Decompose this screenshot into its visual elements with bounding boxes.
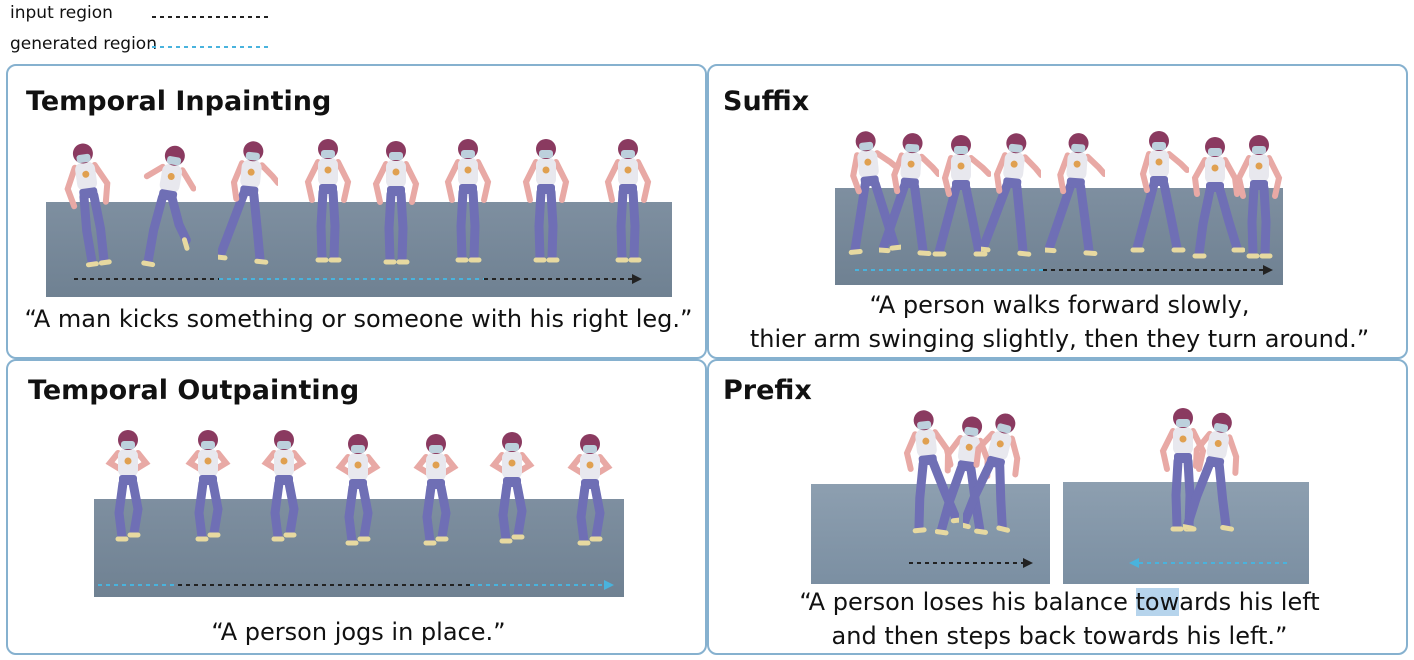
legend-generated-label: generated region	[10, 34, 157, 54]
character-pose	[1229, 126, 1289, 270]
caption: “A person jogs in place.”	[211, 618, 506, 646]
character-pose	[298, 130, 358, 274]
character-pose	[1129, 122, 1190, 266]
caption-line-1: “A person walks forward slowly,	[869, 291, 1250, 319]
character-pose	[876, 124, 942, 268]
caption-text-a: “A person loses his balance	[799, 588, 1136, 616]
timeline-arrow	[74, 274, 642, 284]
caption: “A man kicks something or someone with h…	[24, 305, 693, 333]
panel-suffix: Suffix “A person walks forward slowly, t…	[707, 64, 1408, 359]
character-pose	[934, 407, 995, 551]
character-pose	[598, 130, 658, 274]
panel-title: Temporal Inpainting	[26, 86, 332, 117]
character-pose	[406, 425, 466, 569]
panel-title: Prefix	[723, 375, 812, 406]
character-pose	[328, 425, 388, 569]
panel-prefix: Prefix “A person loses his balance towar…	[707, 359, 1408, 655]
caption-text-b: ards his left	[1179, 588, 1320, 616]
legend-generated-line	[152, 46, 272, 48]
character-pose	[516, 130, 576, 274]
panel-temporal-inpainting: Temporal Inpainting “A man kicks somethi…	[6, 64, 707, 359]
caption-highlight: tow	[1135, 588, 1180, 616]
timeline-arrow-left	[909, 558, 1033, 568]
panel-title: Temporal Outpainting	[28, 375, 360, 406]
legend-input-label: input region	[10, 3, 113, 23]
character-pose	[482, 423, 542, 567]
caption-line-2: and then steps back towards his left.”	[831, 622, 1288, 650]
character-pose	[366, 132, 426, 276]
character-pose	[98, 421, 158, 565]
caption-line-1: “A person loses his balance towards his …	[709, 585, 1410, 619]
timeline-arrow	[855, 265, 1273, 275]
character-pose	[1042, 124, 1108, 268]
motion-stage	[94, 499, 624, 597]
character-pose	[1180, 403, 1243, 547]
legend-input-line	[152, 16, 272, 18]
character-pose	[931, 126, 992, 270]
character-pose	[213, 132, 282, 276]
timeline-arrow	[98, 580, 614, 590]
panel-title: Suffix	[723, 86, 810, 117]
character-pose	[178, 421, 238, 565]
character-pose	[254, 421, 314, 565]
character-pose	[560, 425, 620, 569]
character-pose	[136, 136, 197, 280]
character-pose	[1153, 399, 1213, 543]
panel-temporal-outpainting: Temporal Outpainting “A person jogs in p…	[6, 359, 707, 655]
timeline-arrow-right	[1129, 558, 1291, 568]
character-pose	[899, 401, 965, 545]
character-pose	[957, 403, 1023, 547]
caption-line-2: thier arm swinging slightly, then they t…	[749, 325, 1370, 353]
character-pose	[976, 124, 1045, 268]
character-pose	[1185, 128, 1246, 272]
motion-stage-left	[811, 484, 1050, 584]
character-pose	[60, 134, 120, 278]
character-pose	[438, 130, 498, 274]
